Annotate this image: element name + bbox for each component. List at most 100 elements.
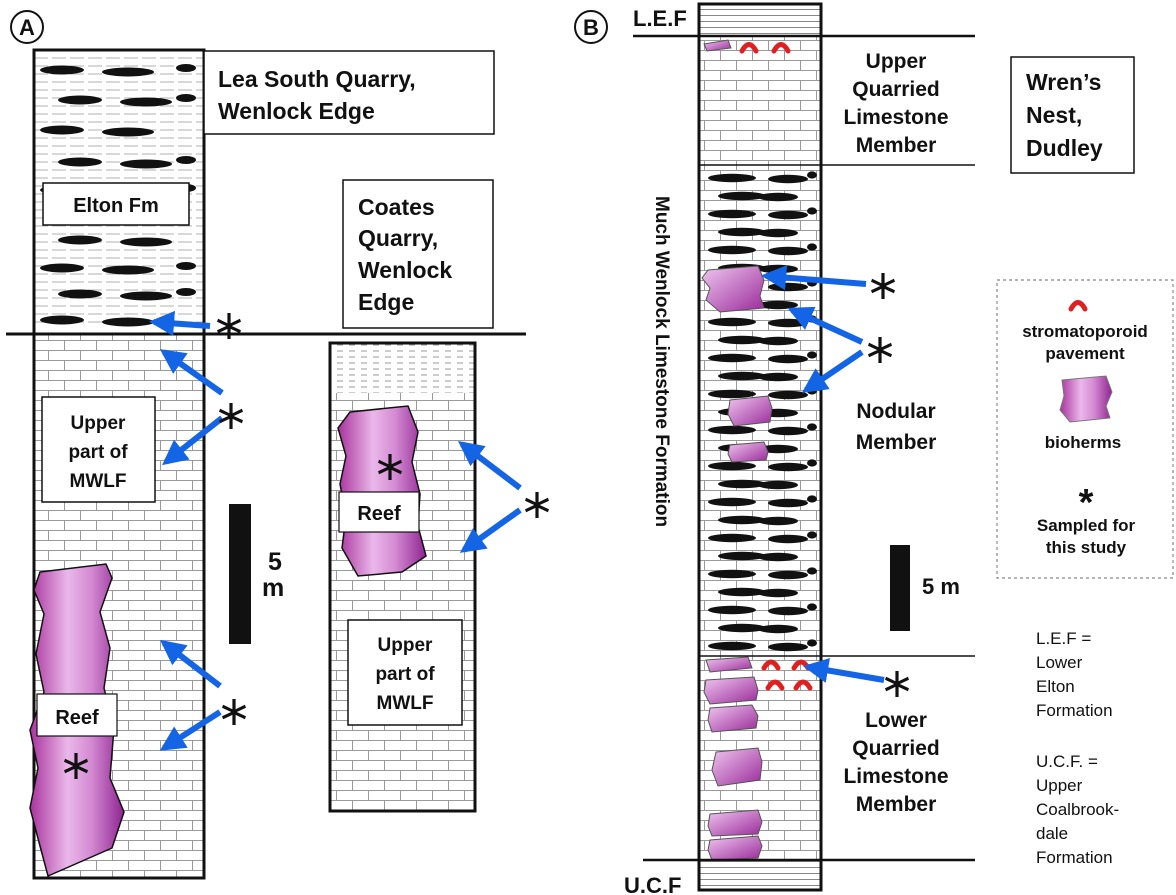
nodule (768, 463, 808, 471)
legend-stromatoporoid-line1: stromatoporoid (1022, 322, 1148, 341)
nodule (768, 643, 808, 651)
nodule (708, 642, 756, 650)
bioherm-b5 (704, 677, 758, 704)
nodule (807, 531, 817, 538)
sample-star-a2 (219, 403, 243, 429)
nodule (807, 495, 817, 502)
nodule (708, 570, 756, 578)
nodule (758, 625, 798, 633)
nodule (708, 606, 756, 614)
legend-stromatoporoid-line2: pavement (1045, 344, 1125, 363)
coates-title-line4: Edge (358, 289, 414, 315)
nodule (58, 96, 102, 105)
nodule (807, 243, 817, 250)
lea-title-line2: Wenlock Edge (218, 98, 375, 124)
nodule (807, 639, 817, 646)
nodule (120, 98, 172, 107)
bioherm-b9 (708, 836, 762, 860)
nodule (768, 535, 808, 543)
formation-name: Much Wenlock Limestone Formation (651, 196, 672, 527)
nodule (807, 567, 817, 574)
wren-location-line2: Nest, (1026, 102, 1082, 128)
upper-mwlf-left-line2: part of (68, 442, 128, 463)
nodule (768, 571, 808, 579)
sample-star-b2 (868, 337, 892, 363)
bioherm-b6 (708, 705, 758, 732)
upper-member-line2: Quarried (852, 78, 940, 101)
nodule (120, 238, 172, 247)
nodule (768, 319, 808, 327)
nodule (768, 283, 808, 291)
upper-mwlf-left-line1: Upper (71, 413, 127, 434)
lea-title-line1: Lea South Quarry, (218, 66, 416, 92)
nodule (102, 266, 154, 275)
nodule (40, 126, 84, 135)
sample-star-a6 (525, 492, 549, 518)
nodule (120, 292, 172, 301)
nodule (708, 246, 756, 254)
nodule (102, 318, 154, 327)
coates-top-shale (330, 343, 475, 393)
scale-bar-a (229, 504, 251, 644)
legend-stromatoporoid-icon (1071, 303, 1085, 310)
nodule (807, 351, 817, 358)
nodular-member-line2: Member (856, 431, 937, 454)
nodule (708, 498, 756, 506)
upper-mwlf-right-line2: part of (375, 664, 435, 685)
scale-bar-b (890, 545, 910, 631)
abbr-lef-line4: Formation (1036, 701, 1113, 720)
nodule (40, 264, 84, 273)
nodule (120, 160, 172, 169)
upper-mwlf-right-line1: Upper (378, 635, 434, 656)
nodule (708, 534, 756, 542)
nodule (708, 354, 756, 362)
sample-star-a3 (222, 699, 246, 725)
panel-b-label: B (583, 15, 599, 40)
nodule (758, 337, 798, 345)
lower-member-line3: Limestone (843, 765, 948, 788)
panel-a-label: A (19, 15, 35, 40)
legend-bioherms: bioherms (1045, 433, 1122, 452)
nodule (768, 247, 808, 255)
nodule (758, 265, 798, 273)
sample-star-b1 (871, 273, 895, 299)
panel-a: A Lea South Quarry, Wenlock Edge Elton F… (6, 11, 549, 878)
legend-bioherm-icon (1060, 376, 1112, 422)
lea-reef-label: Reef (55, 707, 99, 729)
nodule (708, 426, 756, 434)
abbr-lef-line3: Elton (1036, 677, 1075, 696)
coates-title-line2: Quarry, (358, 225, 438, 251)
nodule (768, 175, 808, 183)
nodule (758, 193, 798, 201)
wren-location-line3: Dudley (1026, 135, 1103, 161)
panel-b: B (575, 4, 1173, 895)
nodule (58, 158, 102, 167)
legend-sampled-line2: this study (1046, 538, 1127, 557)
coates-reef-label: Reef (357, 503, 401, 525)
nodule (58, 290, 102, 299)
upper-mwlf-right-line3: MWLF (377, 693, 434, 714)
nodule (176, 288, 196, 296)
nodule (758, 229, 798, 237)
nodule (768, 211, 808, 219)
nodule (768, 607, 808, 615)
bioherm-b8 (708, 810, 762, 836)
nodule (768, 391, 808, 399)
scale-bar-a-m: m (262, 574, 284, 602)
nodule (807, 423, 817, 430)
nodule (176, 156, 196, 164)
nodule (708, 174, 756, 182)
nodule (768, 355, 808, 363)
nodule (807, 207, 817, 214)
legend-sampled-line1: Sampled for (1037, 516, 1136, 535)
abbr-ucf-line3: Coalbrook- (1036, 800, 1119, 819)
nodular-member-line1: Nodular (856, 400, 935, 423)
bioherm-b7 (712, 748, 762, 786)
nodule (40, 316, 84, 325)
nodule (708, 210, 756, 218)
nodule (40, 66, 84, 75)
nodule (807, 171, 817, 178)
abbr-ucf-line2: Upper (1036, 776, 1083, 795)
nodule (102, 128, 154, 137)
